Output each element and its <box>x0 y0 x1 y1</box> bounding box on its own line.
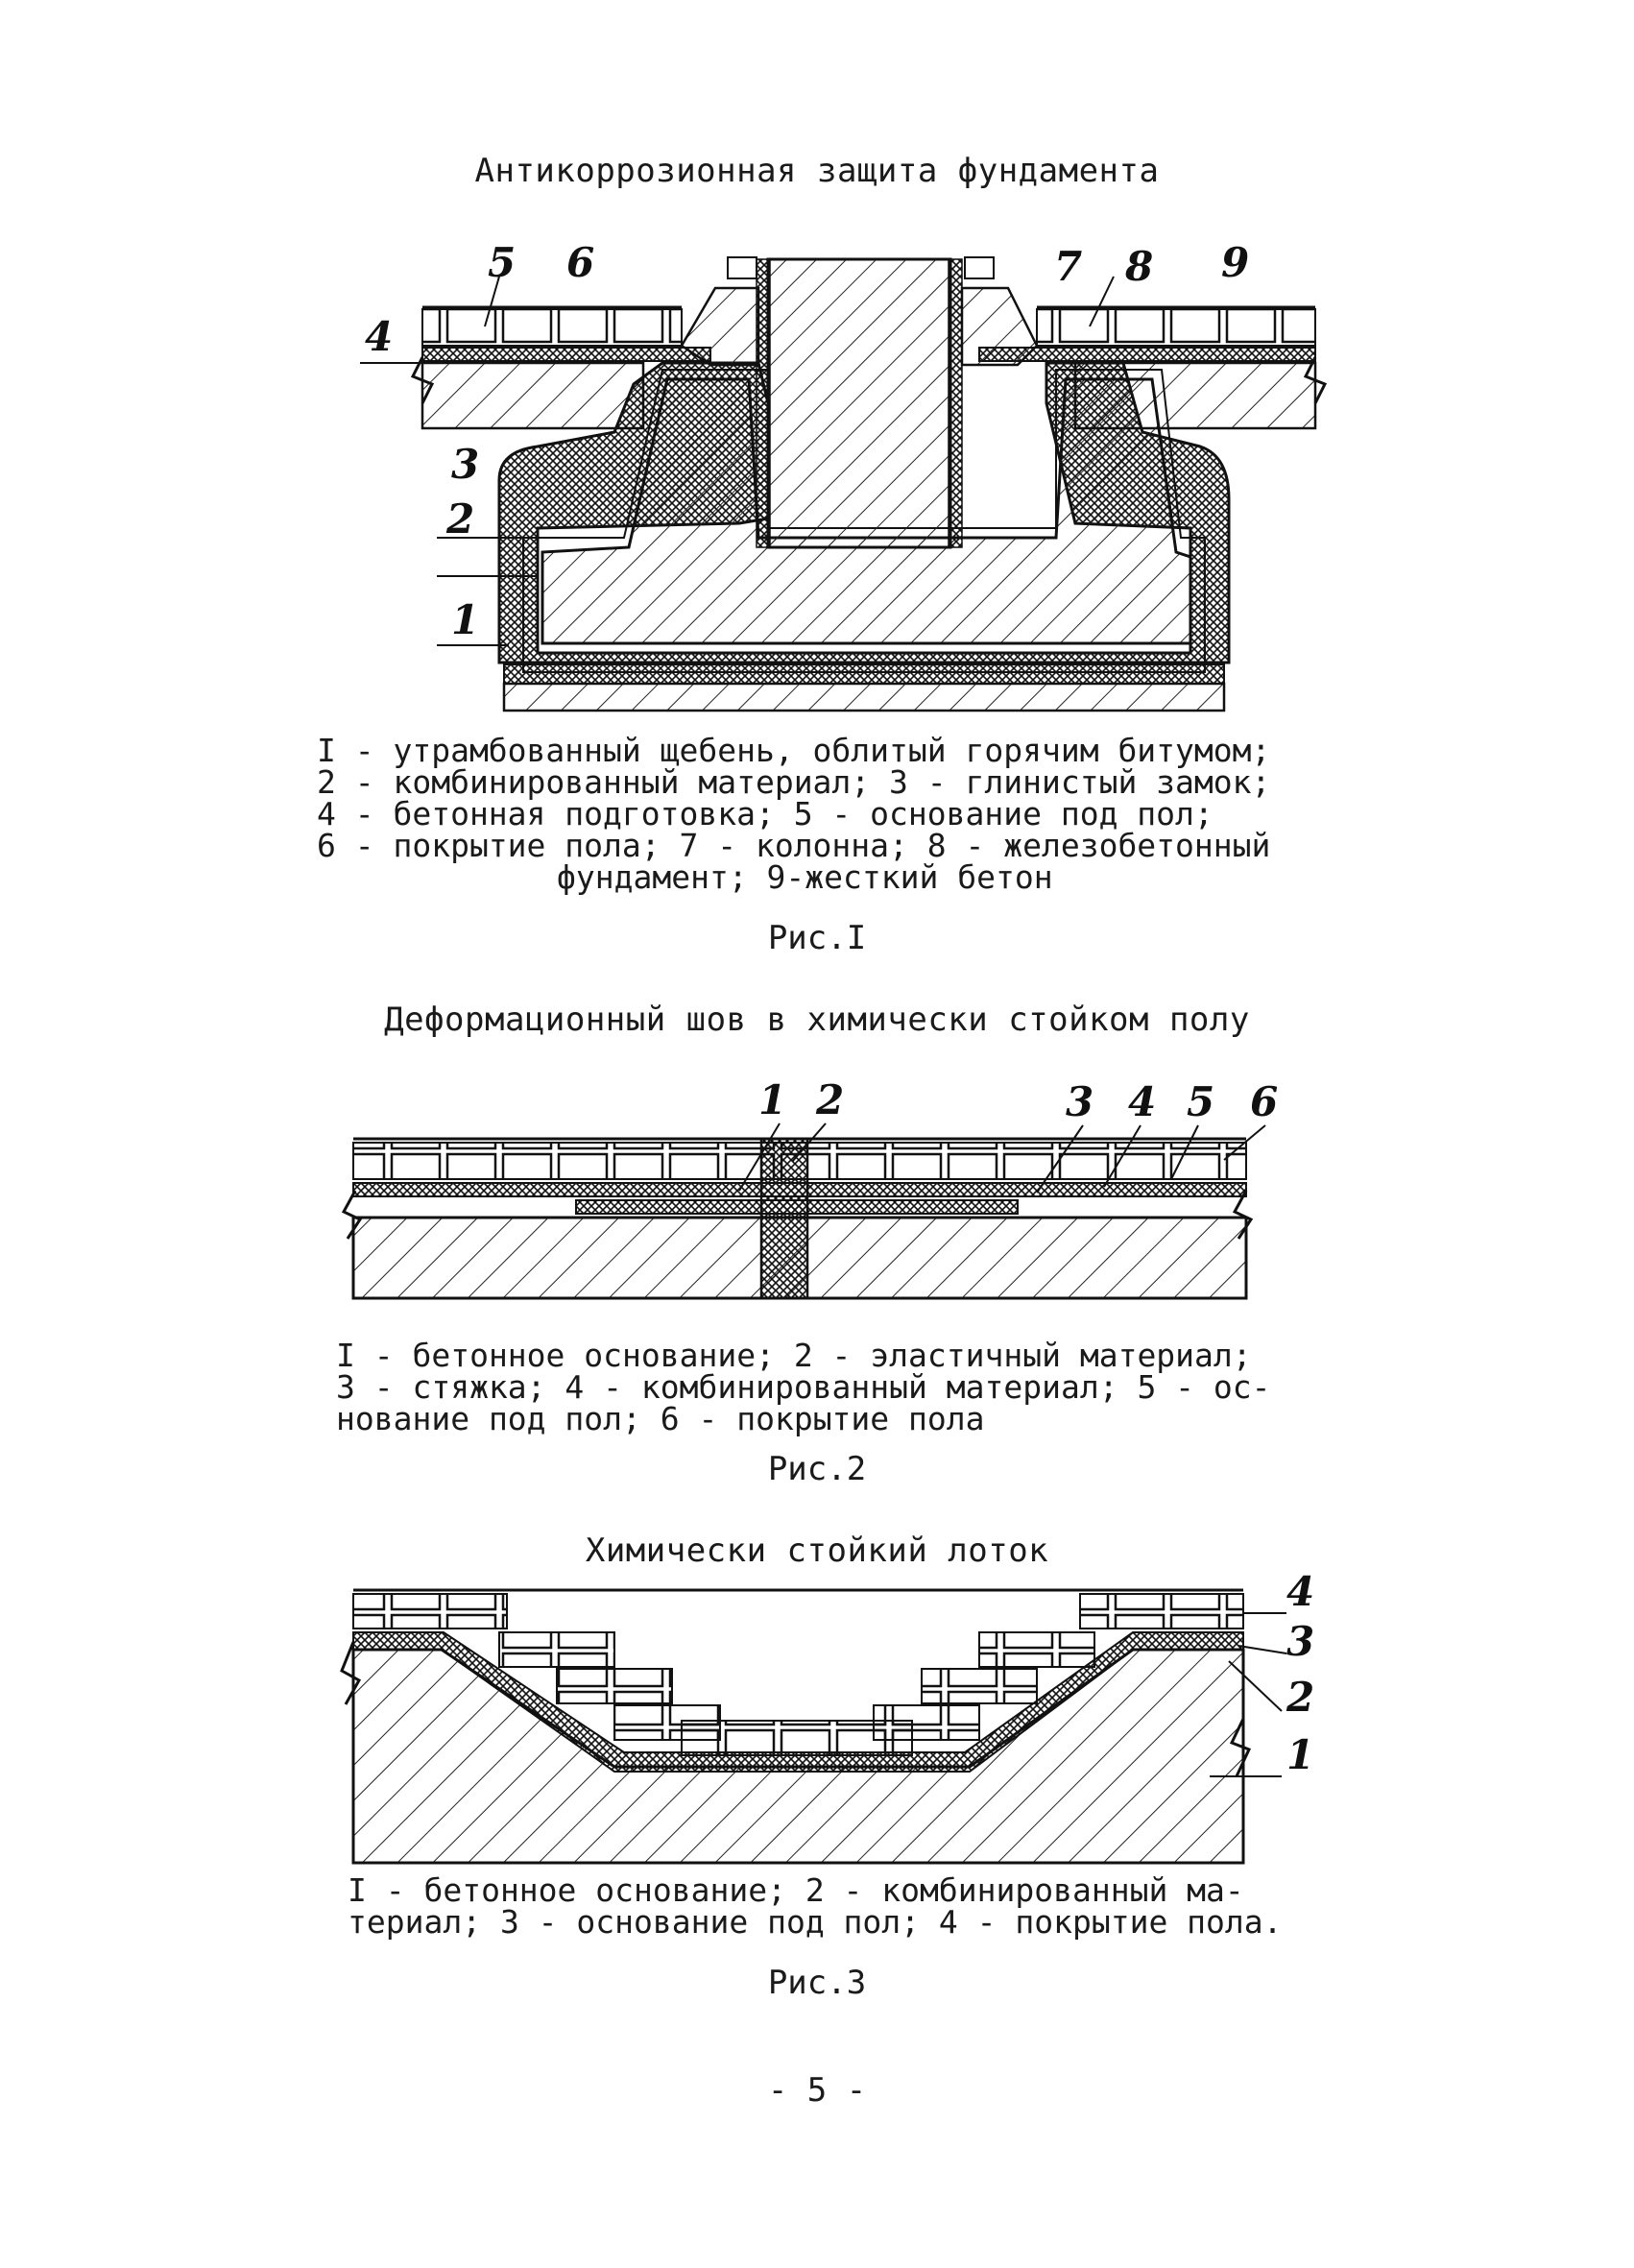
fig1-callout-4: 4 <box>365 313 393 360</box>
page-number: - 5 - <box>767 2071 867 2110</box>
fig2-callout-4: 4 <box>1128 1078 1156 1125</box>
fig1-label: Рис.I <box>767 919 867 957</box>
fig3-callout-3: 3 <box>1286 1618 1314 1665</box>
fig1-callout-8: 8 <box>1124 243 1153 290</box>
fig2-callout-5: 5 <box>1187 1078 1214 1125</box>
fig2-callout-3: 3 <box>1066 1078 1093 1125</box>
fig3-callout-2: 2 <box>1286 1674 1314 1721</box>
fig3-label: Рис.3 <box>767 1964 867 2002</box>
fig3-legend-line: териал; 3 - основание под пол; 4 - покры… <box>348 1903 1283 1941</box>
fig3-art <box>340 1588 1287 1865</box>
fig1-callout-7: 7 <box>1054 243 1082 290</box>
fig3-legend: I - бетонное основание; 2 - комбинирован… <box>348 1874 1346 1938</box>
fig1-legend-line: 4 - бетонная подготовка; 5 - основание п… <box>317 795 1213 832</box>
fig1-callout-9: 9 <box>1221 239 1249 286</box>
fig1-legend-line: 2 - комбинированный материал; 3 - глинис… <box>317 763 1271 801</box>
fig1-callout-3: 3 <box>451 441 479 488</box>
fig2-legend-line: нование под пол; 6 - покрытие пола <box>336 1400 985 1437</box>
fig2-callout-6: 6 <box>1250 1078 1278 1125</box>
fig2-legend-line: 3 - стяжка; 4 - комбинированный материал… <box>336 1368 1271 1406</box>
fig1-title: Антикоррозионная защита фундамента <box>474 152 1160 190</box>
fig2-title: Деформационный шов в химически стойком п… <box>384 1001 1250 1039</box>
fig2-label: Рис.2 <box>767 1450 867 1488</box>
fig1-callout-6: 6 <box>566 239 594 286</box>
fig1-legend: I - утрамбованный щебень, облитый горячи… <box>317 735 1334 893</box>
fig2-art <box>341 1122 1266 1300</box>
fig3-callout-1: 1 <box>1286 1731 1314 1778</box>
fig1-legend-line: 6 - покрытие пола; 7 - колонна; 8 - желе… <box>317 827 1271 864</box>
fig3-callout-4: 4 <box>1286 1568 1314 1615</box>
fig2-legend-line: I - бетонное основание; 2 - эластичный м… <box>336 1337 1252 1374</box>
fig1-legend-line: фундамент; 9-жесткий бетон <box>557 858 1053 896</box>
fig2-callout-1: 1 <box>758 1076 786 1123</box>
fig1-callout-1: 1 <box>451 596 479 643</box>
fig3-title: Химически стойкий лоток <box>585 1532 1049 1570</box>
fig1-art <box>360 256 1328 712</box>
fig3-legend-line: I - бетонное основание; 2 - комбинирован… <box>348 1871 1244 1909</box>
fig1-callout-5: 5 <box>488 239 516 286</box>
fig2-legend: I - бетонное основание; 2 - эластичный м… <box>336 1339 1334 1435</box>
fig2-callout-2: 2 <box>815 1076 844 1123</box>
fig1-callout-2: 2 <box>445 495 474 543</box>
fig1-legend-line: I - утрамбованный щебень, облитый горячи… <box>317 732 1271 769</box>
